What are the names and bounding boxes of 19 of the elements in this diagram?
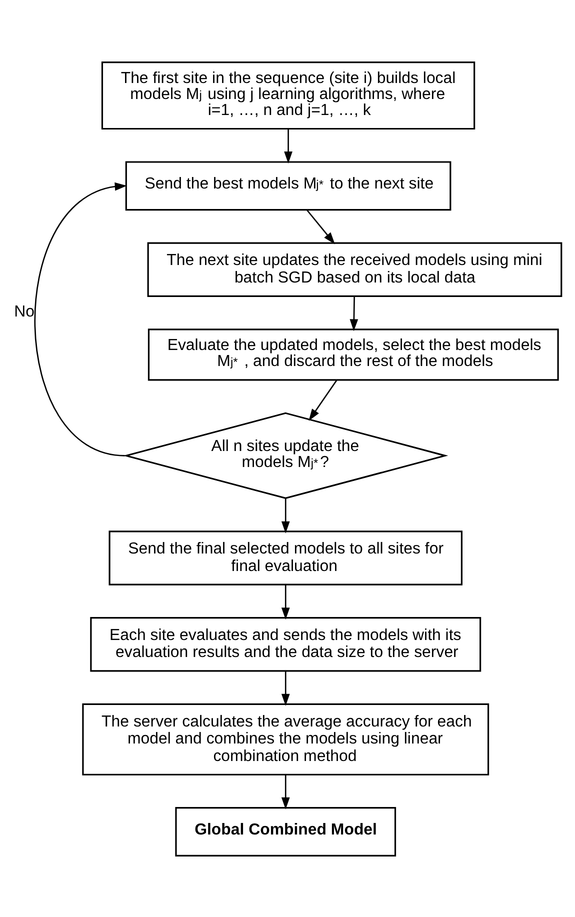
node-box: The first site in the sequence (site i) builds local models Mj using j learning algorithms, where i=1, …, n and j=1, …, k (101, 61, 476, 130)
node-box: The server calculates the average accuracy for each model and combines the models using linear combination method (82, 702, 490, 775)
node-diamond: All n sites update the models Mj*? (123, 412, 448, 499)
arrow (284, 128, 292, 163)
arrow (281, 774, 290, 809)
edge-label: No (14, 302, 34, 320)
arrow (281, 498, 290, 533)
node-box: Send the best models Mj* to the next site (125, 160, 452, 210)
node-box: The next site updates the received models using mini batch SGD based on its local data (147, 242, 562, 296)
node-box: Evaluate the updated models, select the best models Mj* , and discard the rest of the models (148, 328, 559, 380)
node-box: Global Combined Model (175, 806, 396, 856)
arrow (281, 584, 290, 620)
node-box: Each site evaluates and sends the models with its evaluation results and the data size to the server (90, 616, 482, 672)
arrow (34, 182, 127, 456)
arrow (308, 379, 338, 420)
node-box: Send the final selected models to all sites for final evaluation (108, 530, 462, 585)
arrow (281, 670, 290, 706)
arrow (350, 296, 358, 331)
arrow (306, 209, 335, 244)
